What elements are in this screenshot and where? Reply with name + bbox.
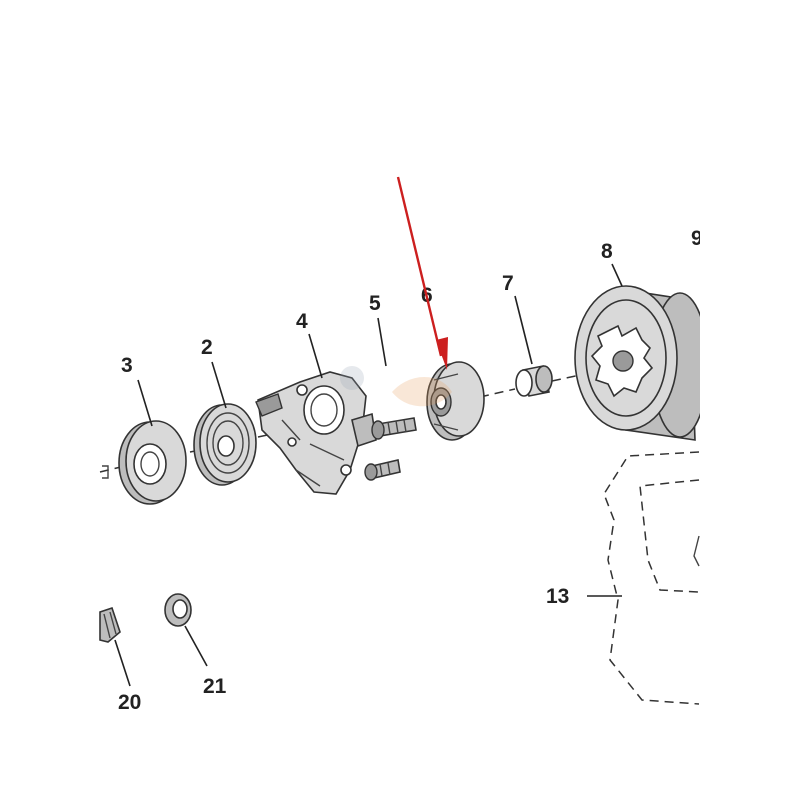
label-part-9: 9 <box>691 227 703 250</box>
part-2-pulley <box>193 403 257 486</box>
part-20-needle-cage <box>99 606 121 643</box>
crop-mask <box>700 0 799 799</box>
label-part-2: 2 <box>201 336 213 359</box>
label-part-3: 3 <box>121 354 133 377</box>
label-part-5: 5 <box>369 292 381 315</box>
part-4-oil-pump <box>255 371 377 495</box>
part-7-sleeve <box>515 365 553 397</box>
part-5-screws <box>364 417 417 481</box>
watermark-logo <box>340 366 452 407</box>
highlight-arrow-icon <box>396 176 448 370</box>
part-8-clutch-drum <box>574 285 709 441</box>
label-part-20: 20 <box>118 691 141 714</box>
label-part-7: 7 <box>502 272 514 295</box>
part-21-seal <box>164 593 192 627</box>
label-part-8: 8 <box>601 240 613 263</box>
part-13-guard-outline <box>603 451 700 705</box>
label-part-4: 4 <box>296 310 308 333</box>
part-6-drive-washer <box>426 361 485 441</box>
label-part-21: 21 <box>203 675 227 698</box>
leader-lines <box>114 263 623 687</box>
label-part-13: 13 <box>546 585 569 608</box>
part-3-bearing <box>102 420 187 505</box>
